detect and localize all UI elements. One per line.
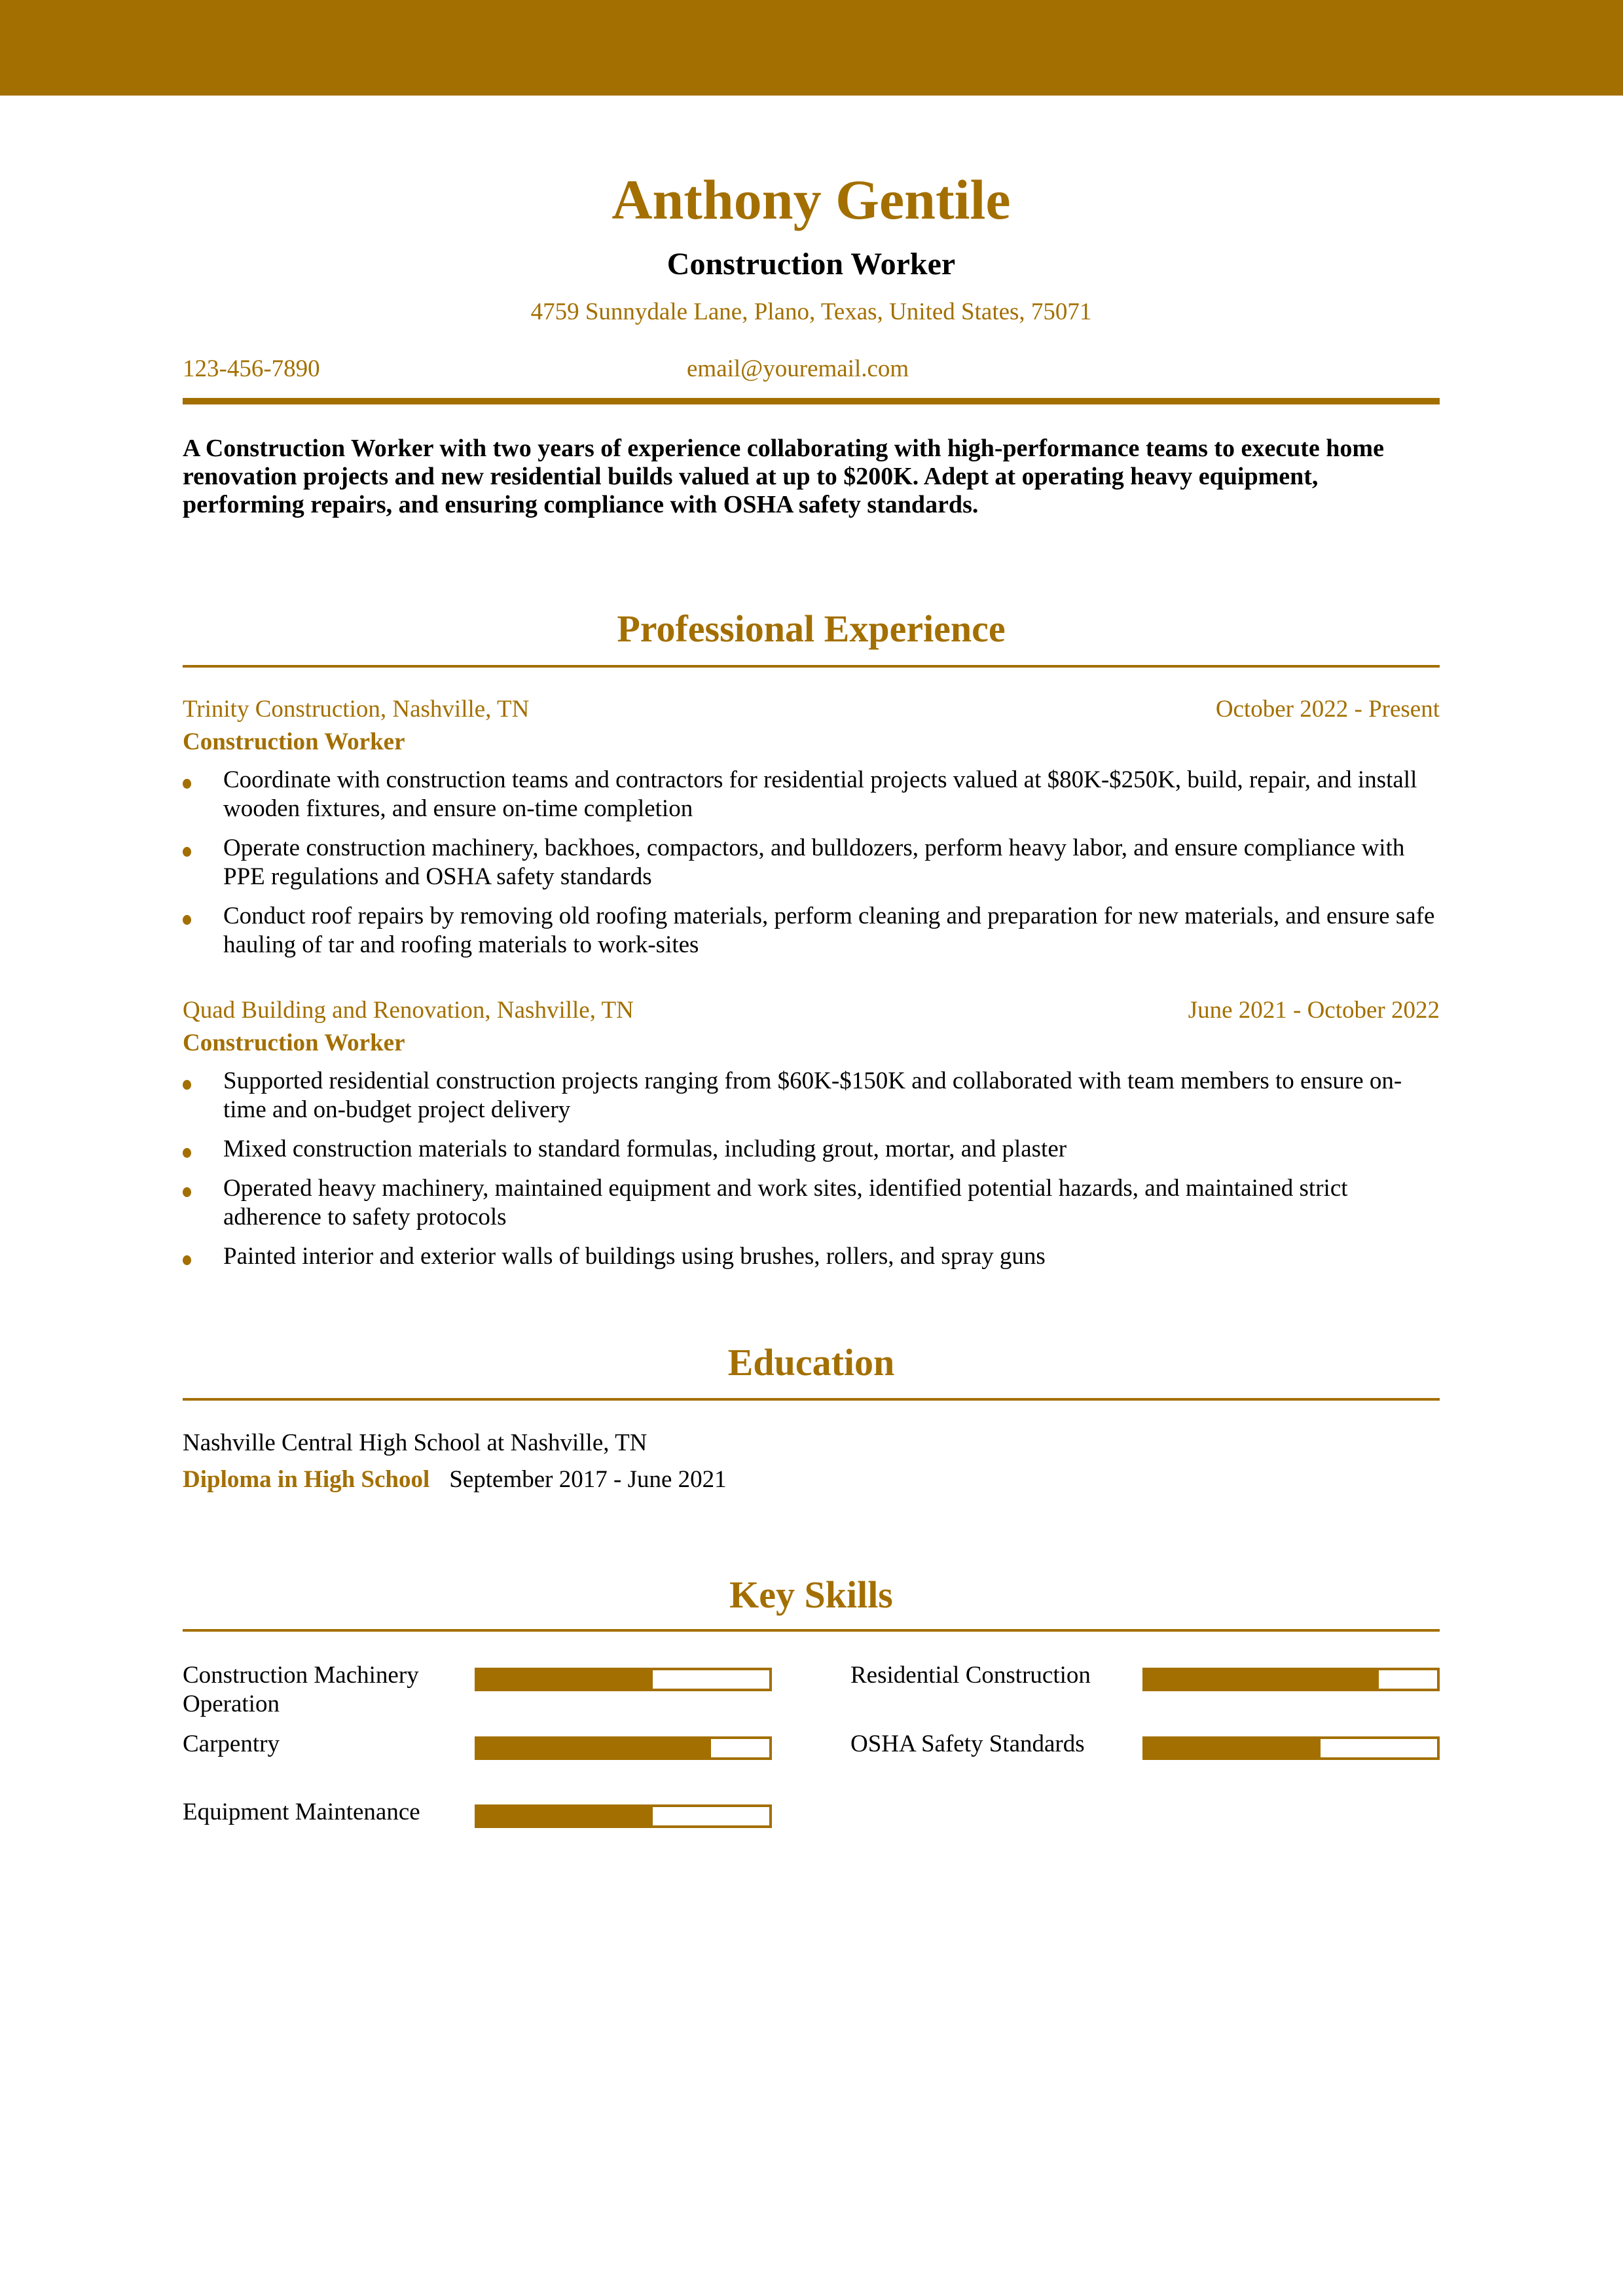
summary: A Construction Worker with two years of … <box>183 435 1384 518</box>
skill-bar <box>1142 1668 1440 1691</box>
bullet-item: Painted interior and exterior walls of b… <box>183 1242 1440 1271</box>
skill-bar-fill <box>1145 1739 1321 1757</box>
skill-bar <box>1142 1736 1440 1760</box>
skill-bar <box>475 1736 772 1760</box>
job-company: Trinity Construction, Nashville, TN <box>183 696 530 723</box>
bullet-icon <box>183 779 191 789</box>
job-company: Quad Building and Renovation, Nashville,… <box>183 997 634 1024</box>
candidate-title: Construction Worker <box>666 247 956 281</box>
skill-bar <box>475 1668 772 1691</box>
address: 4759 Sunnydale Lane, Plano, Texas, Unite… <box>530 298 1092 325</box>
skill-bar-fill <box>477 1807 653 1825</box>
section-title-experience: Professional Experience <box>617 607 1006 650</box>
job-dates: June 2021 - October 2022 <box>1188 997 1440 1024</box>
bullet-item: Operate construction machinery, backhoes… <box>183 834 1440 891</box>
bullet-icon <box>183 1080 191 1090</box>
section-divider-education <box>183 1398 1440 1401</box>
job-entry: Trinity Construction, Nashville, TN Octo… <box>183 695 1440 970</box>
bullet-item: Supported residential construction proje… <box>183 1067 1440 1124</box>
bullet-icon <box>183 847 191 857</box>
bullet-text: Painted interior and exterior walls of b… <box>223 1243 1046 1270</box>
header-band <box>0 0 1623 96</box>
bullet-icon <box>183 1187 191 1197</box>
education-dates: September 2017 - June 2021 <box>449 1466 727 1493</box>
bullet-item: Conduct roof repairs by removing old roo… <box>183 902 1440 960</box>
skill-label: Carpentry <box>183 1731 280 1757</box>
bullet-text: Supported residential construction proje… <box>223 1067 1402 1123</box>
job-bullets: Coordinate with construction teams and c… <box>183 766 1440 960</box>
email[interactable]: email@youremail.com <box>687 355 909 382</box>
bullet-text: Conduct roof repairs by removing old roo… <box>223 903 1435 958</box>
section-title-education: Education <box>727 1341 895 1384</box>
skill-label: Equipment Maintenance <box>183 1799 420 1825</box>
header-divider <box>183 398 1440 404</box>
skill-bar-fill <box>477 1739 711 1757</box>
section-divider-skills <box>183 1629 1440 1632</box>
candidate-name: Anthony Gentile <box>611 168 1011 231</box>
job-role: Construction Worker <box>183 728 405 755</box>
bullet-text: Operated heavy machinery, maintained equ… <box>223 1175 1348 1230</box>
bullet-text: Coordinate with construction teams and c… <box>223 766 1417 822</box>
skill-label: Construction Machinery Operation <box>183 1662 419 1717</box>
skill-label: OSHA Safety Standards <box>850 1731 1085 1757</box>
skill-bar-fill <box>1145 1670 1379 1689</box>
job-bullets: Supported residential construction proje… <box>183 1067 1440 1271</box>
skill-bar-fill <box>477 1670 653 1689</box>
section-divider-experience <box>183 665 1440 668</box>
job-entry: Quad Building and Renovation, Nashville,… <box>183 996 1440 1282</box>
skill-bar <box>475 1804 772 1828</box>
education-school: Nashville Central High School at Nashvil… <box>183 1429 647 1456</box>
bullet-icon <box>183 1255 191 1265</box>
bullet-icon <box>183 1148 191 1158</box>
job-role: Construction Worker <box>183 1030 405 1056</box>
phone[interactable]: 123-456-7890 <box>183 355 320 382</box>
bullet-item: Coordinate with construction teams and c… <box>183 766 1440 823</box>
bullet-text: Operate construction machinery, backhoes… <box>223 834 1405 890</box>
section-title-skills: Key Skills <box>729 1573 893 1616</box>
job-dates: October 2022 - Present <box>1215 696 1440 723</box>
skill-label: Residential Construction <box>850 1662 1091 1689</box>
education-entry: Nashville Central High School at Nashvil… <box>183 1425 1440 1498</box>
bullet-item: Operated heavy machinery, maintained equ… <box>183 1174 1440 1232</box>
bullet-icon <box>183 915 191 925</box>
bullet-text: Mixed construction materials to standard… <box>223 1136 1067 1162</box>
education-degree: Diploma in High School <box>183 1466 430 1493</box>
bullet-item: Mixed construction materials to standard… <box>183 1135 1440 1164</box>
